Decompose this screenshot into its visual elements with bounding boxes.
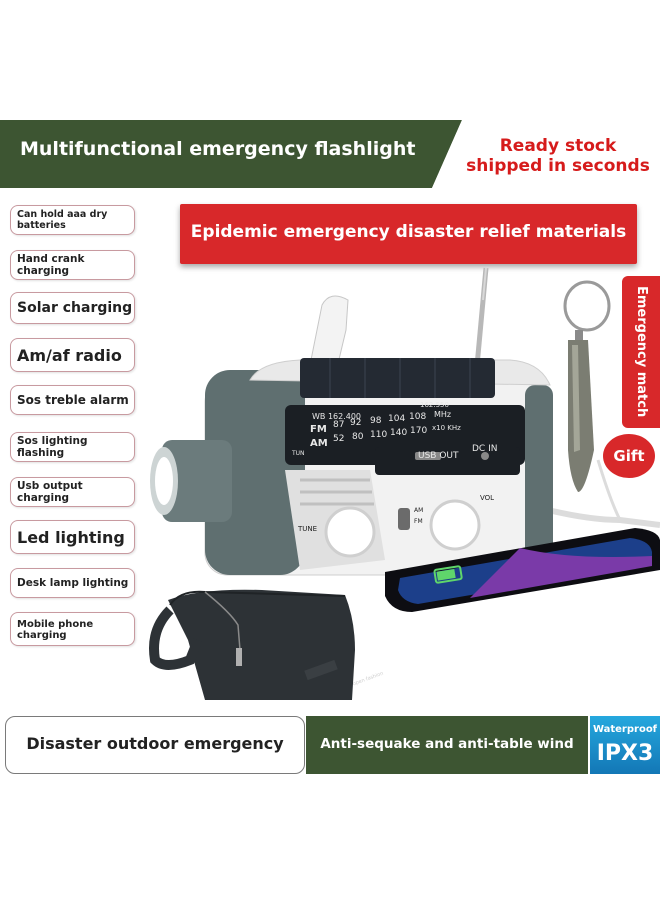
crank-handle [309, 295, 349, 373]
storage-pouch [149, 589, 355, 700]
mhz-unit: MHz [434, 410, 452, 419]
header-band [0, 120, 660, 188]
am-tick-52: 52 [333, 434, 345, 444]
emergency-match-tab [622, 276, 660, 428]
feature-pill-hand-crank: Hand crank charging [10, 250, 135, 280]
usb-out-label: USB OUT [418, 451, 459, 461]
feature-pill-sos-flashing: Sos lighting flashing [10, 432, 135, 462]
tun-indicator: TUN [292, 450, 305, 457]
volume-knob [429, 499, 481, 551]
ipx-badge [590, 716, 660, 774]
relief-banner-text: Epidemic emergency disaster relief mater… [190, 222, 627, 242]
am-tick-140: 140 [390, 428, 408, 438]
feature-pill-phone-charging: Mobile phone charging [10, 612, 135, 646]
feature-pill-aaa-batteries: Can hold aaa dry batteries [10, 205, 135, 235]
product-illustration [149, 267, 660, 700]
feature-label: Mobile phone charging [17, 619, 94, 641]
solar-panel [300, 358, 495, 398]
tune-label: TUNE [298, 525, 318, 533]
tune-knob [324, 506, 376, 558]
feature-pill-usb-output: Usb output charging [10, 477, 135, 507]
disaster-outdoor-text: Disaster outdoor emergency [26, 734, 284, 753]
dc-in-label: DC IN [472, 444, 498, 454]
charging-cable [547, 507, 660, 528]
stock-line1: Ready stock [499, 136, 617, 156]
waterproof-label: Waterproof [592, 724, 658, 735]
feature-label: Desk lamp lighting [17, 577, 129, 589]
flashlight-head [162, 440, 232, 522]
ipx-rating: IPX3 [596, 741, 654, 766]
wb-scale-label: WB 162.400 [312, 412, 362, 421]
feature-pill-solar: Solar charging [10, 292, 135, 324]
am-tick-170: 170 [410, 426, 428, 436]
feature-label: Sos treble alarm [17, 393, 129, 407]
feature-label: Can hold aaa dry batteries [17, 209, 108, 231]
feature-label: Solar charging [17, 300, 133, 316]
wb-scale-right: 162.550 [420, 401, 449, 409]
am-tick-110: 110 [370, 430, 388, 440]
am-band-label: AM [310, 438, 328, 449]
fm-tick-87: 87 [333, 420, 345, 430]
am-switch-label: AM [414, 507, 424, 514]
feature-pill-led: Led lighting [10, 520, 135, 554]
feature-pill-sos-alarm: Sos treble alarm [10, 385, 135, 415]
feature-label: Usb output charging [17, 480, 83, 504]
fm-band-label: FM [310, 424, 327, 435]
khz-unit: x10 KHz [432, 424, 461, 432]
fm-tick-104: 104 [388, 414, 406, 424]
feature-pill-desk-lamp: Desk lamp lighting [10, 568, 135, 598]
fm-switch-label: FM [414, 518, 423, 525]
emergency-match-keychain [563, 280, 611, 492]
anti-quake-text: Anti-sequake and anti-table wind [320, 736, 574, 752]
header-title: Multifunctional emergency flashlight [20, 138, 416, 160]
feature-label: Hand crank charging [17, 253, 85, 277]
feature-label: Led lighting [17, 527, 125, 547]
fm-tick-92: 92 [350, 418, 362, 428]
stock-line2: shipped in seconds [466, 156, 650, 176]
relief-banner [180, 204, 637, 264]
fm-tick-98: 98 [370, 416, 382, 426]
am-tick-80: 80 [352, 432, 364, 442]
fm-tick-108: 108 [409, 412, 427, 422]
vol-label: VOL [480, 494, 495, 502]
gift-badge: Gift [603, 434, 655, 478]
smartphone [385, 528, 660, 612]
feature-label: Am/af radio [17, 345, 122, 365]
stock-label: Ready stock shipped in seconds [460, 136, 656, 176]
emergency-match-label: Emergency match [634, 286, 649, 418]
feature-pill-radio: Am/af radio [10, 338, 135, 372]
anti-quake-box [306, 716, 588, 774]
disaster-outdoor-box [5, 716, 305, 774]
feature-label: Sos lighting flashing [17, 435, 88, 459]
